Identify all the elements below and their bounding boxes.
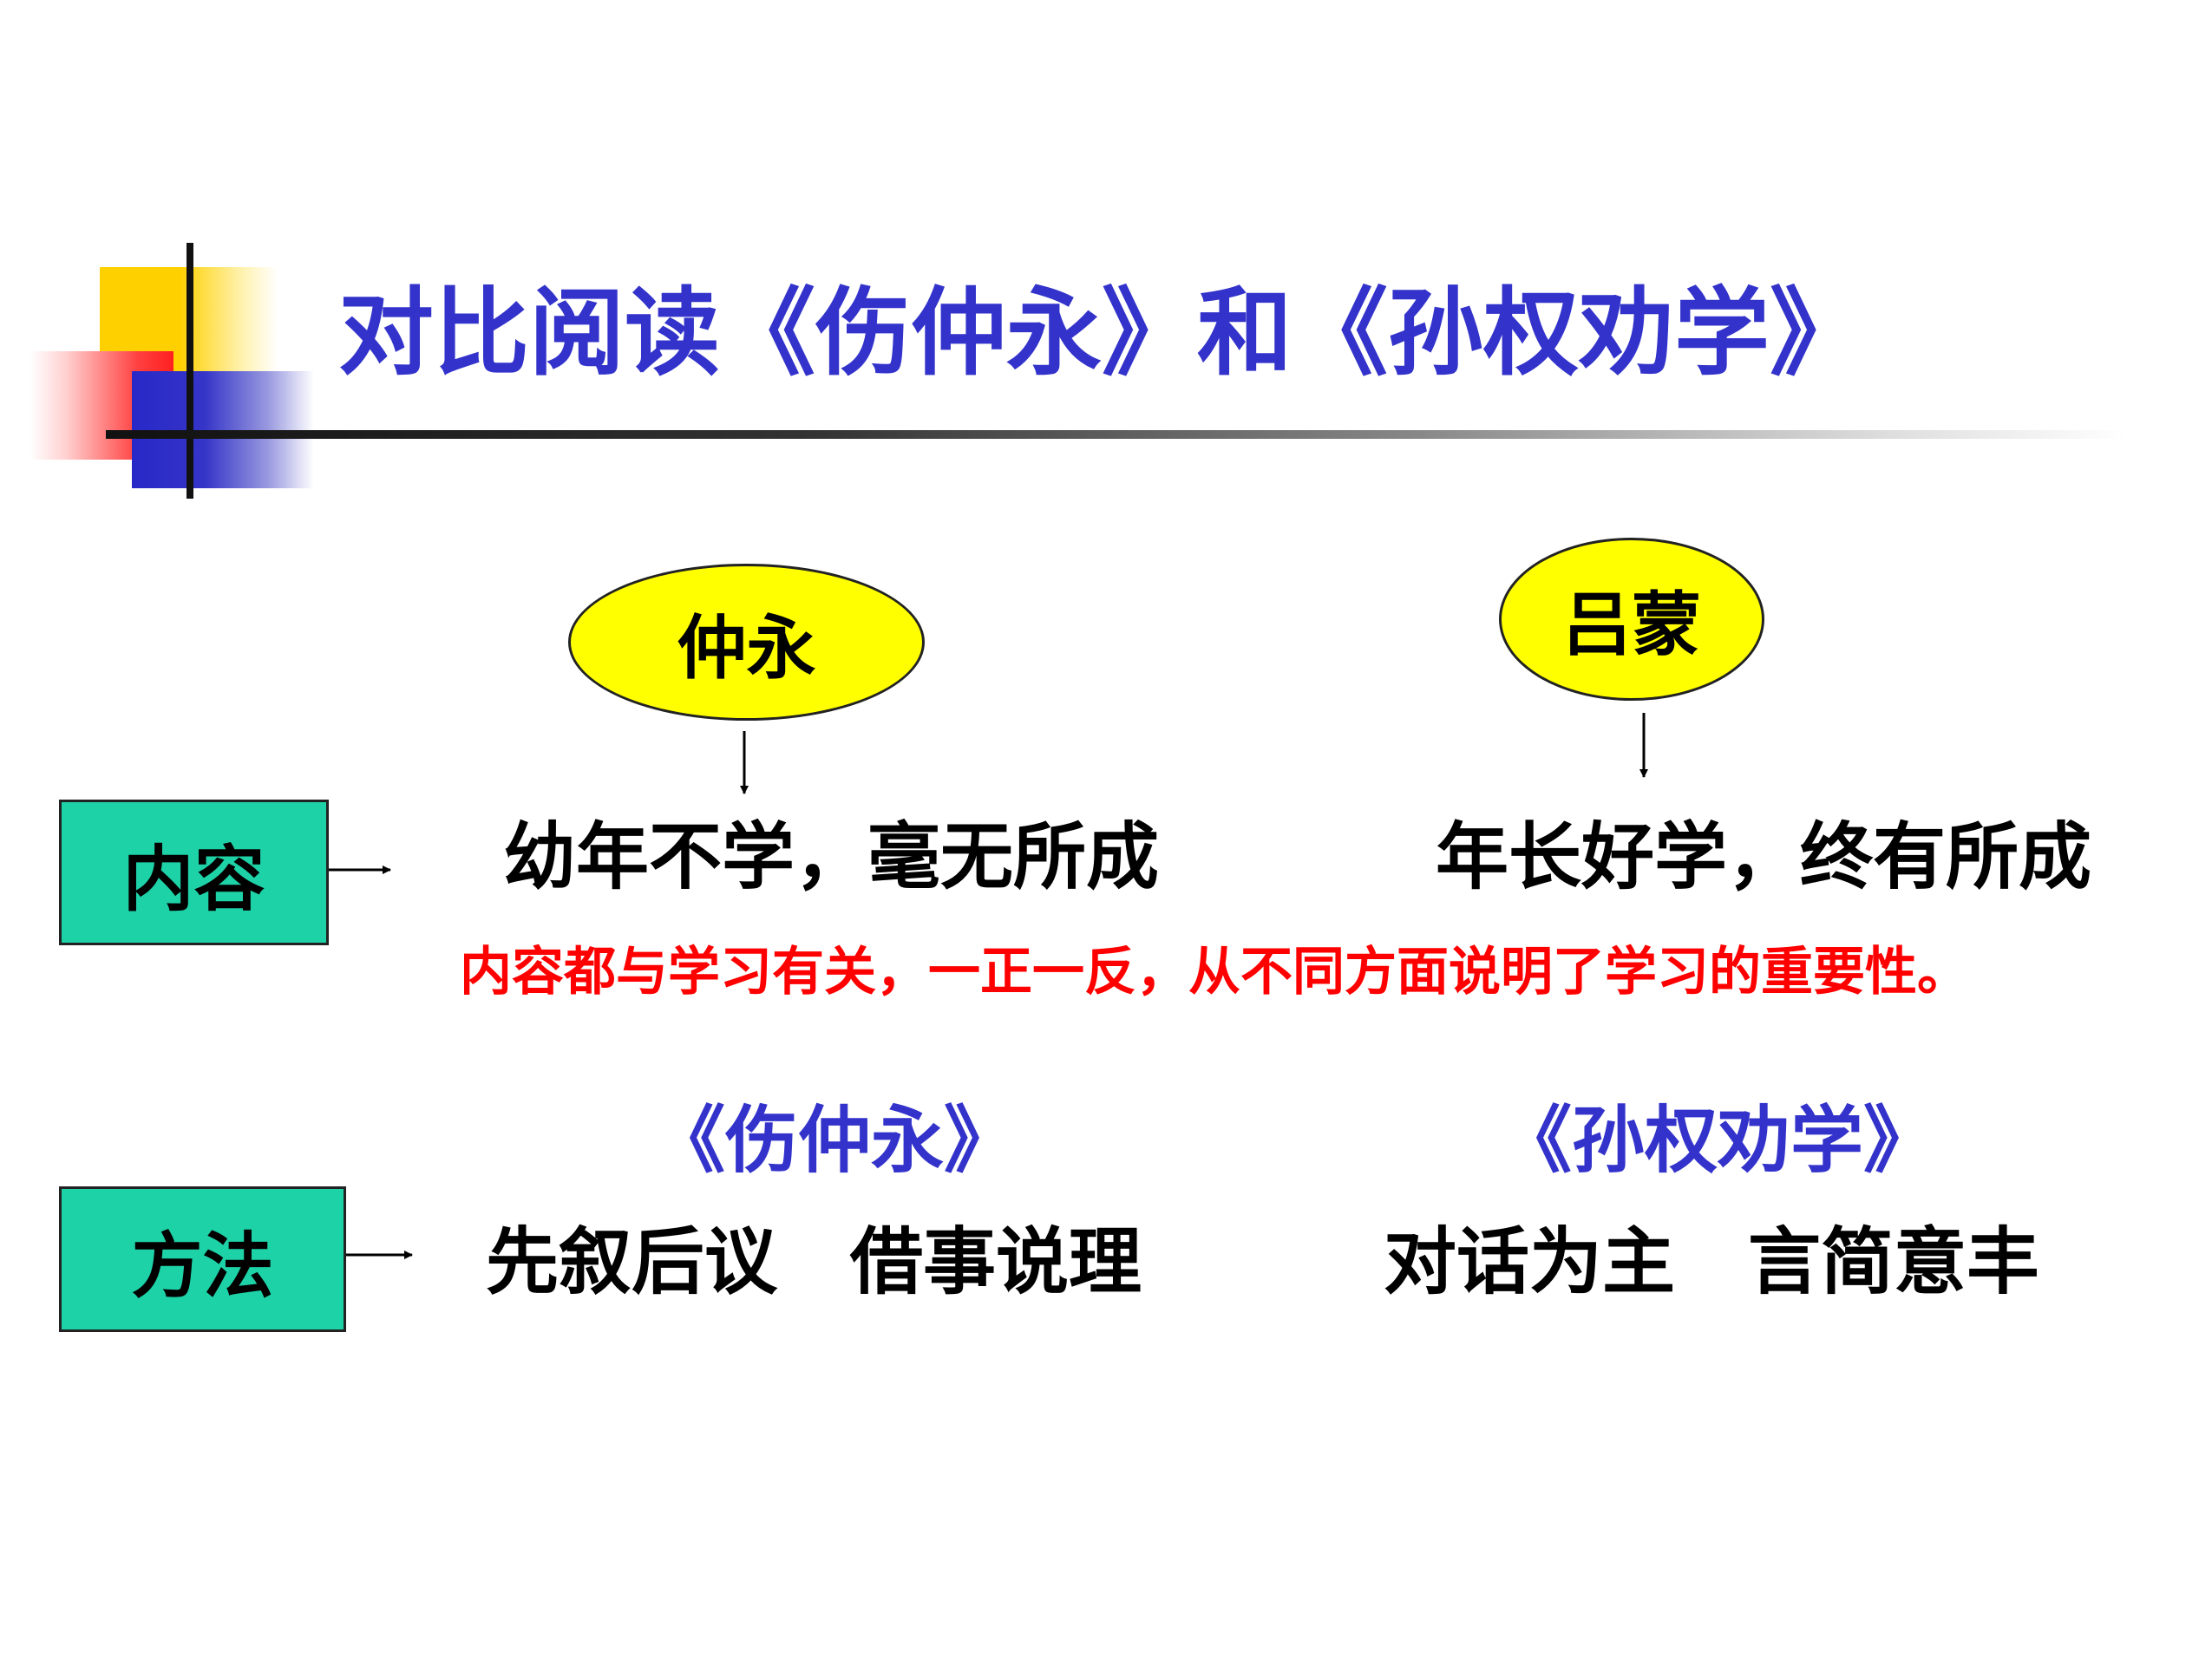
title-underline — [106, 430, 2127, 439]
logo-vertical-line — [187, 243, 193, 499]
character-zhongyong-label: 仲永 — [677, 606, 816, 689]
logo-blue-square — [132, 371, 314, 488]
method-label-box: 方法 — [59, 1186, 346, 1332]
content-label: 内容 — [122, 837, 265, 921]
method-sunquanquanxue-text: 对话为主 言简意丰 — [1384, 1218, 2040, 1304]
method-shangzhongyong-text: 先叙后议 借事说理 — [486, 1218, 1142, 1304]
method-label: 方法 — [131, 1224, 274, 1308]
character-lvmeng-label: 吕蒙 — [1562, 584, 1701, 665]
book-title-sunquanquanxue: 《孙权劝学》 — [1499, 1097, 1937, 1183]
content-zhongyong-text: 幼年不学，毫无所成 — [503, 813, 1160, 899]
character-zhongyong-ellipse: 仲永 — [568, 564, 925, 721]
character-lvmeng-ellipse: 吕蒙 — [1499, 538, 1764, 701]
page-title: 对比阅读《伤仲永》和《孙权劝学》 — [338, 277, 1865, 389]
content-lvmeng-text: 年长好学，终有所成 — [1436, 813, 2092, 899]
book-title-shangzhongyong: 《伤仲永》 — [652, 1097, 1018, 1183]
content-summary: 内容都与学习有关，一正一反，从不同方面说明了学习的重要性。 — [460, 942, 1969, 1003]
content-label-box: 内容 — [59, 800, 329, 945]
